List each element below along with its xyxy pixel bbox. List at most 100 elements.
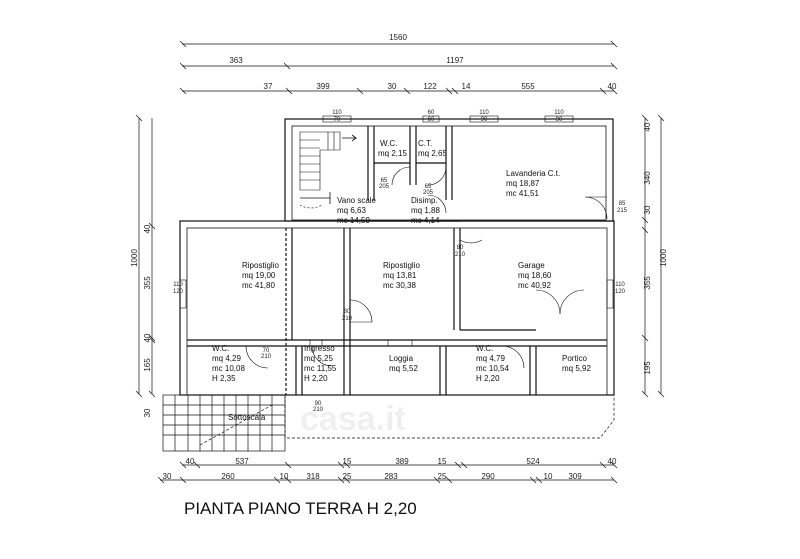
doors	[245, 166, 608, 369]
dim-top-3a: 37	[264, 82, 273, 91]
opening-label: 110	[615, 282, 625, 288]
room-ingresso-height: H 2,20	[304, 374, 328, 383]
dim-total-top: 1560	[389, 33, 407, 42]
room-wc-2-name: W.C.	[212, 344, 229, 353]
opening-labels: 110 70 60 60 110 90 110 90 85 215 65 205…	[173, 110, 628, 413]
dim-bottom-2a: 30	[163, 472, 172, 481]
room-wc-2-height: H 2,35	[212, 374, 236, 383]
opening-label: 80	[344, 309, 351, 315]
dim-left-2: 355	[143, 276, 152, 290]
room-ingresso-volume: mc 11,55	[304, 364, 337, 373]
opening-label: 65	[381, 178, 388, 184]
dim-top-3f: 555	[521, 82, 535, 91]
room-wc-3-volume: mc 10,54	[476, 364, 509, 373]
dim-bottom-2g: 25	[438, 472, 447, 481]
room-ripostiglio-2-name: Ripostiglio	[383, 261, 420, 270]
room-vano-scale-name: Vano scale	[337, 196, 377, 205]
room-labels: W.C. mq 2,15 C.T. mq 2,65 Lavanderia C.t…	[212, 139, 591, 422]
room-garage-area: mq 18,60	[518, 271, 552, 280]
dim-bottom-2f: 283	[384, 472, 398, 481]
dim-bottom-2b: 260	[221, 472, 235, 481]
opening-label: 70	[263, 348, 270, 354]
opening-label: 210	[342, 316, 353, 322]
dim-bottom-2h: 290	[481, 472, 495, 481]
opening-label: 110	[173, 282, 183, 288]
dim-right-3: 30	[643, 205, 652, 214]
opening-label: 120	[173, 289, 184, 295]
dim-bottom-1f: 524	[526, 457, 540, 466]
room-lavanderia-area: mq 18,87	[506, 179, 540, 188]
room-ct-name: C.T.	[418, 139, 432, 148]
dim-bottom-2c: 10	[280, 472, 289, 481]
room-ct-area: mq 2,65	[418, 149, 447, 158]
stairs-upper	[299, 131, 358, 209]
opening-label: 70	[334, 117, 341, 123]
opening-label: 215	[617, 208, 628, 214]
dim-top-2a: 363	[229, 56, 243, 65]
room-portico-name: Portico	[562, 354, 587, 363]
plan-title: PIANTA PIANO TERRA H 2,20	[184, 499, 417, 518]
room-loggia-area: mq 5,52	[389, 364, 418, 373]
opening-label: 60	[428, 117, 435, 123]
bottom-dimensions	[157, 461, 618, 484]
dim-right-1: 40	[643, 122, 652, 131]
room-ripostiglio-1-volume: mc 41,80	[242, 281, 275, 290]
room-ripostiglio-2-area: mq 13,81	[383, 271, 417, 280]
dim-top-3c: 30	[388, 82, 397, 91]
opening-label: 90	[481, 117, 488, 123]
opening-label: 205	[423, 190, 434, 196]
opening-label: 85	[619, 201, 626, 207]
room-portico-area: mq 5,92	[562, 364, 591, 373]
room-loggia-name: Loggia	[389, 354, 414, 363]
dim-right-4: 355	[643, 276, 652, 290]
dim-bottom-1g: 40	[608, 457, 617, 466]
dim-top-3b: 399	[316, 82, 330, 91]
dim-left-3: 40	[143, 333, 152, 342]
dim-right-5: 195	[643, 361, 652, 375]
room-disimp-volume: mc 4,14	[411, 216, 440, 225]
dim-bottom-2j: 309	[568, 472, 582, 481]
room-ripostiglio-1-area: mq 19,00	[242, 271, 276, 280]
opening-label: 120	[615, 289, 626, 295]
room-ripostiglio-2-volume: mc 30,38	[383, 281, 416, 290]
opening-label: 80	[457, 245, 464, 251]
room-garage-volume: mc 40,92	[518, 281, 551, 290]
room-ripostiglio-1-name: Ripostiglio	[242, 261, 279, 270]
dim-bottom-2e: 25	[343, 472, 352, 481]
top-dimensions	[179, 40, 618, 95]
dim-bottom-1b: 537	[235, 457, 249, 466]
right-dimensions	[641, 114, 665, 398]
room-wc-3-area: mq 4,79	[476, 354, 505, 363]
room-sottoscala-name: Sottoscala	[228, 413, 266, 422]
dim-bottom-1e: 15	[438, 457, 447, 466]
opening-label: 210	[455, 252, 466, 258]
dim-top-2b: 1197	[446, 56, 464, 65]
left-dimensions	[135, 114, 156, 398]
dim-bottom-1a: 40	[186, 457, 195, 466]
opening-label: 110	[554, 110, 564, 116]
dim-left-1: 40	[143, 224, 152, 233]
dim-top-3d: 122	[423, 82, 437, 91]
dim-left-4: 165	[143, 358, 152, 372]
dim-right-total: 1000	[659, 249, 668, 267]
room-wc-2-volume: mc 10,08	[212, 364, 245, 373]
room-wc-2-area: mq 4,29	[212, 354, 241, 363]
room-lavanderia-volume: mc 41,51	[506, 189, 539, 198]
room-wc-1-area: mq 2,15	[378, 149, 407, 158]
opening-label: 65	[425, 184, 432, 190]
opening-label: 205	[379, 184, 390, 190]
room-wc-3-name: W.C.	[476, 344, 493, 353]
dim-left-5: 30	[143, 408, 152, 417]
opening-label: 210	[313, 407, 324, 413]
room-ingresso-name: Ingresso	[304, 344, 335, 353]
opening-label: 60	[428, 110, 435, 116]
dim-left-total: 1000	[130, 249, 139, 267]
room-ingresso-area: mq 5,25	[304, 354, 333, 363]
room-garage-name: Garage	[518, 261, 545, 270]
room-disimp-area: mq 1,88	[411, 206, 440, 215]
dim-bottom-1d: 389	[395, 457, 409, 466]
room-lavanderia-name: Lavanderia C.t.	[506, 169, 560, 178]
room-disimp-name: Disimp.	[411, 196, 438, 205]
room-wc-1-name: W.C.	[380, 139, 397, 148]
